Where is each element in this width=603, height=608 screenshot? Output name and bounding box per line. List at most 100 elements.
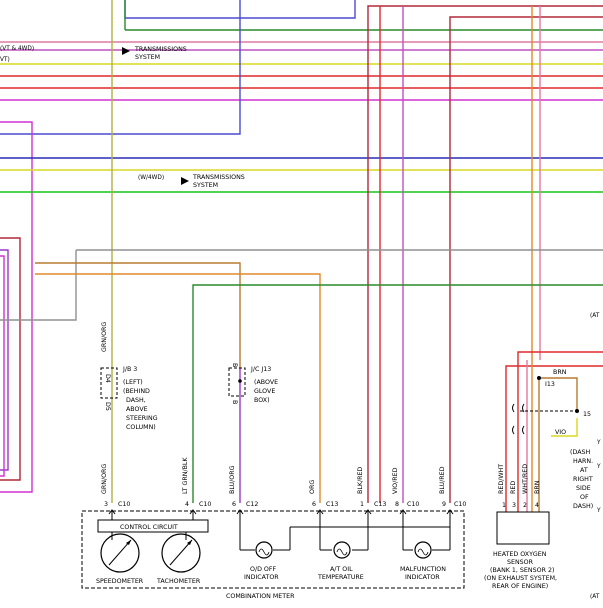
o2-pin: 3 [512,502,516,509]
control-circuit-label: CONTROL CIRCUIT [120,524,178,531]
jb3-title: J/B 3 [122,366,137,373]
pin-num: 6 [232,501,236,508]
wire-darkred-left [0,237,21,481]
combination-meter-label: COMBINATION METER [226,593,295,600]
j13-pin-top: B [231,363,238,367]
at-oil-label: A/T OIL [330,566,353,573]
combination-meter: 3 C10 4 C10 6 C12 6 C13 1 C13 8 C10 9 C1… [81,501,466,600]
dash-harn-label: OF [580,494,589,501]
wire-orange-left [35,273,321,503]
meter-outline [81,510,465,589]
wire-label: ORG [309,480,316,494]
j13-pin-bot: B [231,400,238,404]
o2-sensor-box [496,511,550,545]
wire-magenta-left [0,255,5,477]
o2-pin: 1 [502,502,506,509]
malf-label: MALFUNCTION [400,566,446,573]
jb3-line: COLUMN) [126,424,156,431]
arrow-icon [122,47,130,55]
dash-harn-label: AT [580,467,588,474]
conn-label: C13 [326,501,338,508]
wire-red-vert [367,5,603,503]
conn-label: C10 [454,501,466,508]
wire-pink-box [0,121,33,493]
wire-brn [538,377,578,512]
jb3-line: ABOVE [126,406,148,413]
pin-15-label: 15 [583,411,591,418]
wire-label: VIO/RED [392,467,399,494]
at-oil-label: TEMPERATURE [317,574,364,581]
j13-box [228,367,246,397]
vio-label: VIO [555,429,566,436]
wire-red [517,351,603,512]
pin-num: 8 [395,501,399,508]
conn-label: C10 [407,501,419,508]
left-nested-boxes [0,237,603,503]
trans2-label-a: TRANSMISSIONS [192,174,245,181]
wire-label: LT GRN/BLK [182,457,189,494]
tachometer-gauge-icon [161,533,201,573]
dash-harn-label: (DASH [570,449,590,456]
heated-oxygen-sensor: BRN I13 VIO 15 (DASH HARN. AT RIGHT SIDE… [484,351,603,590]
edge-label: Y [596,440,601,446]
conn-label: C10 [118,501,130,508]
o2-pin: 2 [523,502,527,509]
wire-label: RED [510,481,517,494]
o2-label: HEATED OXYGEN [493,551,547,558]
od-off-label: INDICATOR [244,574,279,581]
j13-line: BOX) [254,397,270,404]
wire-label: GRN/ORG [101,464,108,494]
dash-harn-label: SIDE [576,485,591,492]
trans1-label-a: TRANSMISSIONS [134,46,187,53]
dash-harn-label: DASH) [573,503,593,510]
trans1-label-b: SYSTEM [135,54,160,61]
wire-label: WHT/RED [522,464,529,494]
wire-vio-ground [551,418,578,437]
pin-num: 1 [360,501,364,508]
splice-dot [575,409,579,413]
wire-blu-red-vert [449,16,603,503]
o2-pin: 4 [535,502,539,509]
wire-darkgreen-left [192,284,603,503]
control-circuit-box [97,519,209,533]
splice-dot [537,376,541,380]
meter-wire-labels: GRN/ORG LT GRN/BLK BLU/ORG ORG BLK/RED V… [101,457,446,494]
o2-label: SENSOR [507,559,534,566]
junction-block-jb3: GRN/ORG D4 D5 J/B 3 (LEFT) (BEHIND DASH,… [100,315,158,503]
speedometer-label: SPEEDOMETER [96,578,144,585]
pin-num: 6 [312,501,316,508]
edge-label: Y [596,464,601,470]
od-off-label: O/D OFF [250,566,277,573]
malfunction-lamp-icon [414,541,432,559]
conn-label: C13 [374,501,386,508]
jb3-line: (LEFT) [123,379,143,386]
jb3-box [100,367,118,399]
o2-label: (ON EXHAUST SYSTEM, [484,575,557,582]
malf-label: INDICATOR [405,574,440,581]
edge-label: (AT [590,594,600,600]
wire-label: GRN/ORG [101,322,108,352]
jb3-line: STEERING [126,415,158,422]
wire-blue-box [0,0,241,135]
wire-brown-left [35,262,241,368]
wire-label: RED/WHT [498,464,505,494]
wire-label: BRN [534,480,541,494]
od-off-lamp-icon [255,541,273,559]
i13-label: I13 [545,381,555,388]
brn-label: BRN [553,369,567,376]
wire-label: BLU/RED [439,466,446,494]
right-edge-labels: (AT Y Y Y (AT [590,313,601,600]
conn-label: C10 [199,501,211,508]
pin-num: 9 [442,501,446,508]
arrow-icon [181,177,189,185]
junction-connector-j13: B B J/C J13 (ABOVE GLOVE BOX) [228,363,278,503]
jb3-line: DASH, [126,397,146,404]
trans1-note2: VT) [0,57,10,63]
o2-label: (BANK 1, SENSOR 2) [490,567,554,574]
trans2-note: (W/4WD) [138,175,164,181]
connector-brackets [512,403,525,435]
pin-num: 3 [104,501,108,508]
tachometer-label: TACHOMETER [156,578,201,585]
top-bus-lines [0,0,603,493]
